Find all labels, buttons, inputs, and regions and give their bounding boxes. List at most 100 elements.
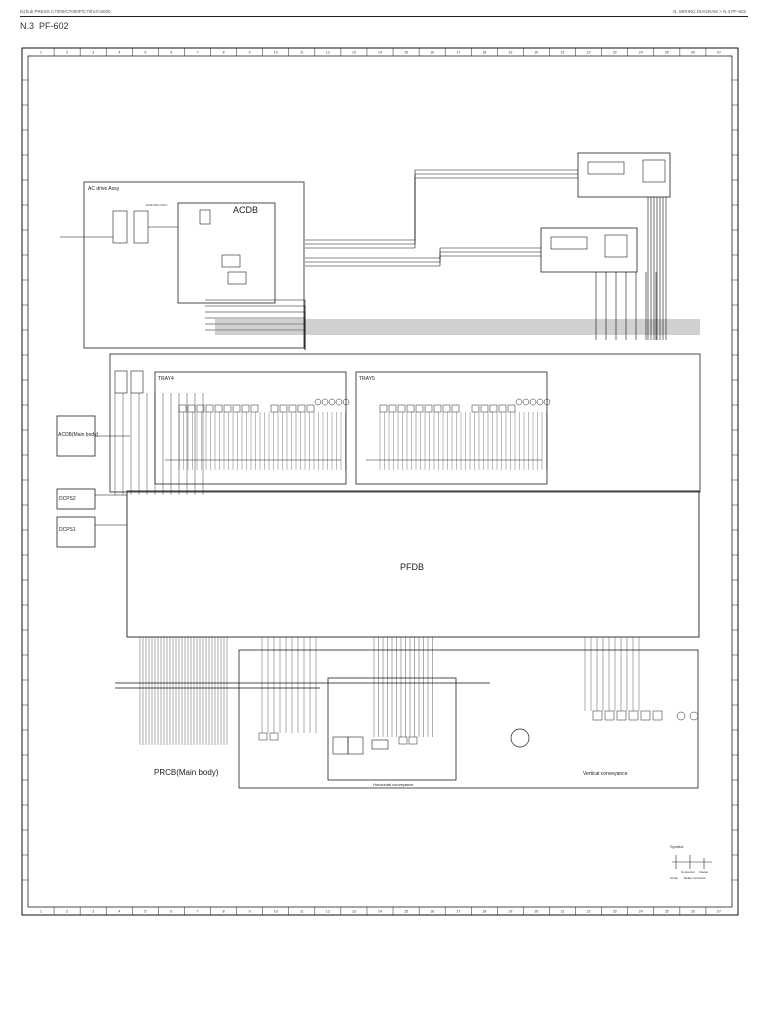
- frame-column-label: 3: [92, 51, 94, 55]
- tray-component: [178, 404, 187, 413]
- prcb-component: [258, 732, 268, 741]
- frame-column-label: 22: [587, 910, 591, 914]
- pfdb-box: [126, 490, 700, 638]
- frame-column-label: 18: [482, 910, 486, 914]
- dcps2-label: DCPS2: [59, 496, 76, 502]
- frame-column-label: 19: [508, 51, 512, 55]
- vertical-component: [604, 710, 615, 721]
- prcb-region: [238, 649, 699, 789]
- tray-component: [196, 404, 205, 413]
- upper-right-units: [540, 152, 671, 273]
- horizontal-conveyance-label: Horizontal conveyance: [373, 782, 414, 787]
- tray-motor: [335, 398, 343, 406]
- frame-column-label: 7: [197, 51, 199, 55]
- dcps1-box: [56, 516, 96, 548]
- frame-column-label: 6: [170, 51, 172, 55]
- tray-component: [489, 404, 498, 413]
- frame-column-label: 10: [274, 910, 278, 914]
- pfdb-label: PFDB: [400, 562, 424, 572]
- vertical-component: [628, 710, 639, 721]
- tray-motor: [328, 398, 336, 406]
- frame-column-label: 6: [170, 910, 172, 914]
- frame-column-label: 9: [249, 910, 251, 914]
- vertical-conveyance-label: Vertical conveyance: [583, 771, 628, 777]
- frame-column-label: 26: [691, 910, 695, 914]
- tray-component: [388, 404, 397, 413]
- frame-column-label: 10: [274, 51, 278, 55]
- frame-column-label: 7: [197, 910, 199, 914]
- frame-column-label: 22: [587, 51, 591, 55]
- tray-component: [480, 404, 489, 413]
- tray-component: [214, 404, 223, 413]
- frame-column-label: 2: [66, 910, 68, 914]
- frame-column-label: 24: [639, 51, 643, 55]
- frame-column-label: 4: [118, 51, 120, 55]
- vertical-component: [592, 710, 603, 721]
- tray-component: [424, 404, 433, 413]
- vertical-component: [640, 710, 651, 721]
- tray-component: [250, 404, 259, 413]
- tray-component: [451, 404, 460, 413]
- legend-title: Symbol: [670, 844, 683, 849]
- prcb-component: [398, 736, 408, 745]
- prcb-main-label: PRCB(Main body): [154, 768, 219, 777]
- tray-component: [297, 404, 306, 413]
- frame-column-label: 13: [352, 910, 356, 914]
- tray-component: [187, 404, 196, 413]
- frame-column-label: 17: [456, 910, 460, 914]
- frame-column-label: 16: [430, 51, 434, 55]
- frame-column-label: 23: [613, 51, 617, 55]
- frame-column-label: 1: [40, 910, 42, 914]
- frame-column-label: 11: [300, 51, 304, 55]
- tray-motor: [536, 398, 544, 406]
- ac-drive-assy-label: AC drive Assy: [88, 186, 120, 192]
- frame-column-label: 18: [482, 51, 486, 55]
- tray-component: [232, 404, 241, 413]
- header-rule: [20, 16, 748, 17]
- frame-column-label: 26: [691, 51, 695, 55]
- frame-column-label: 27: [717, 910, 721, 914]
- frame-column-label: 11: [300, 910, 304, 914]
- tray-component: [498, 404, 507, 413]
- tray-component: [241, 404, 250, 413]
- frame-column-label: 17: [456, 51, 460, 55]
- frame-column-label: 14: [378, 51, 382, 55]
- header-section-path: N. WIRING DIAGRAM > N.3 PF-602: [673, 9, 746, 14]
- tray-component: [406, 404, 415, 413]
- frame-column-label: 12: [326, 910, 330, 914]
- symbol-legend: Symbol Connector Crimp Faston Relay conn…: [670, 844, 712, 880]
- tray-component: [279, 404, 288, 413]
- tray-component: [270, 404, 279, 413]
- legend-connector: Connector: [681, 870, 695, 874]
- frame-column-label: 15: [404, 51, 408, 55]
- vertical-component: [616, 710, 627, 721]
- tray-component: [433, 404, 442, 413]
- frame-column-label: 20: [534, 51, 538, 55]
- frame-column-label: 27: [717, 51, 721, 55]
- vertical-motor: [676, 711, 686, 721]
- acdb-label: ACDB: [233, 205, 258, 215]
- section-number: N.3: [20, 21, 35, 31]
- frame-column-label: 25: [665, 51, 669, 55]
- frame-column-label: 13: [352, 51, 356, 55]
- frame-column-label: 4: [118, 910, 120, 914]
- tray-component: [288, 404, 297, 413]
- frame-column-ticks: 1122334455667788991010111112121313141415…: [40, 48, 721, 915]
- header-document-title: bizhub PRESS C7000/C7000P/C70hc/C6000: [20, 9, 111, 14]
- vertical-motor: [689, 711, 699, 721]
- frame-outer: [21, 47, 739, 916]
- frame-column-label: 5: [144, 910, 146, 914]
- tray-component: [507, 404, 516, 413]
- frame-column-label: 3: [92, 910, 94, 914]
- prcb-component: [408, 736, 418, 745]
- frame-column-label: 23: [613, 910, 617, 914]
- europe-only-label: EUROPE ONLY: [146, 203, 167, 207]
- tray-component: [223, 404, 232, 413]
- tray-component: [442, 404, 451, 413]
- tray4-label: TRAY4: [158, 376, 174, 382]
- tray-component: [397, 404, 406, 413]
- frame-column-label: 20: [534, 910, 538, 914]
- tray-motor: [314, 398, 322, 406]
- tray-component: [415, 404, 424, 413]
